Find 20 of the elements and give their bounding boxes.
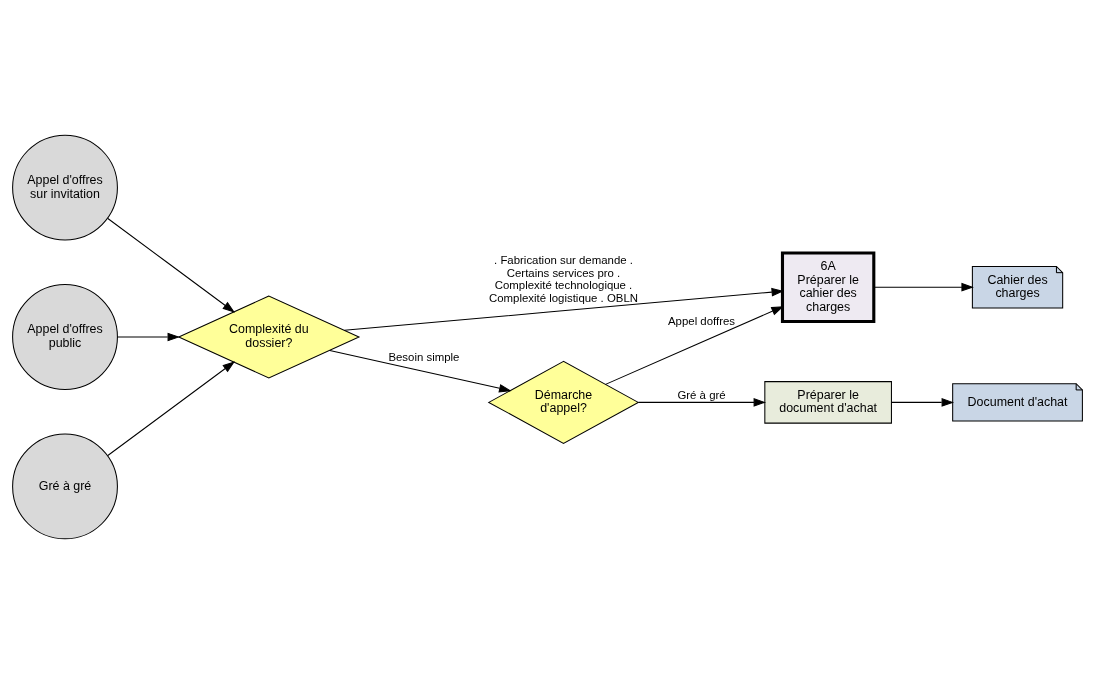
node-box: 6A Préparer le cahier des charges (780, 250, 876, 323)
arrow (116, 332, 180, 341)
node-diamond: Complexité du dossier? (177, 294, 361, 379)
arrow (637, 397, 767, 407)
edge-label: Appel doffres (668, 314, 736, 327)
arrow (343, 287, 784, 331)
node-circle: Appel d'offres public (12, 283, 118, 390)
node-diamond: Démarche d'appel? (487, 360, 640, 444)
arrow (107, 360, 236, 456)
node-circle: Appel d'offres sur invitation (12, 134, 118, 240)
node-circle: Gré à gré (12, 433, 118, 539)
edge-label: Gré à gré (677, 388, 726, 401)
node-box: Préparer le document d'achat (764, 380, 892, 424)
edge-label: Besoin simple (388, 350, 460, 363)
arrow (329, 349, 512, 393)
edge-label: . Fabrication sur demande . Certains services pro . Complexité technologique . Complexité logistique . OBLN (489, 253, 638, 304)
arrow (873, 282, 974, 292)
arrow (891, 397, 955, 407)
arrow (107, 217, 236, 313)
arrow (605, 305, 784, 385)
